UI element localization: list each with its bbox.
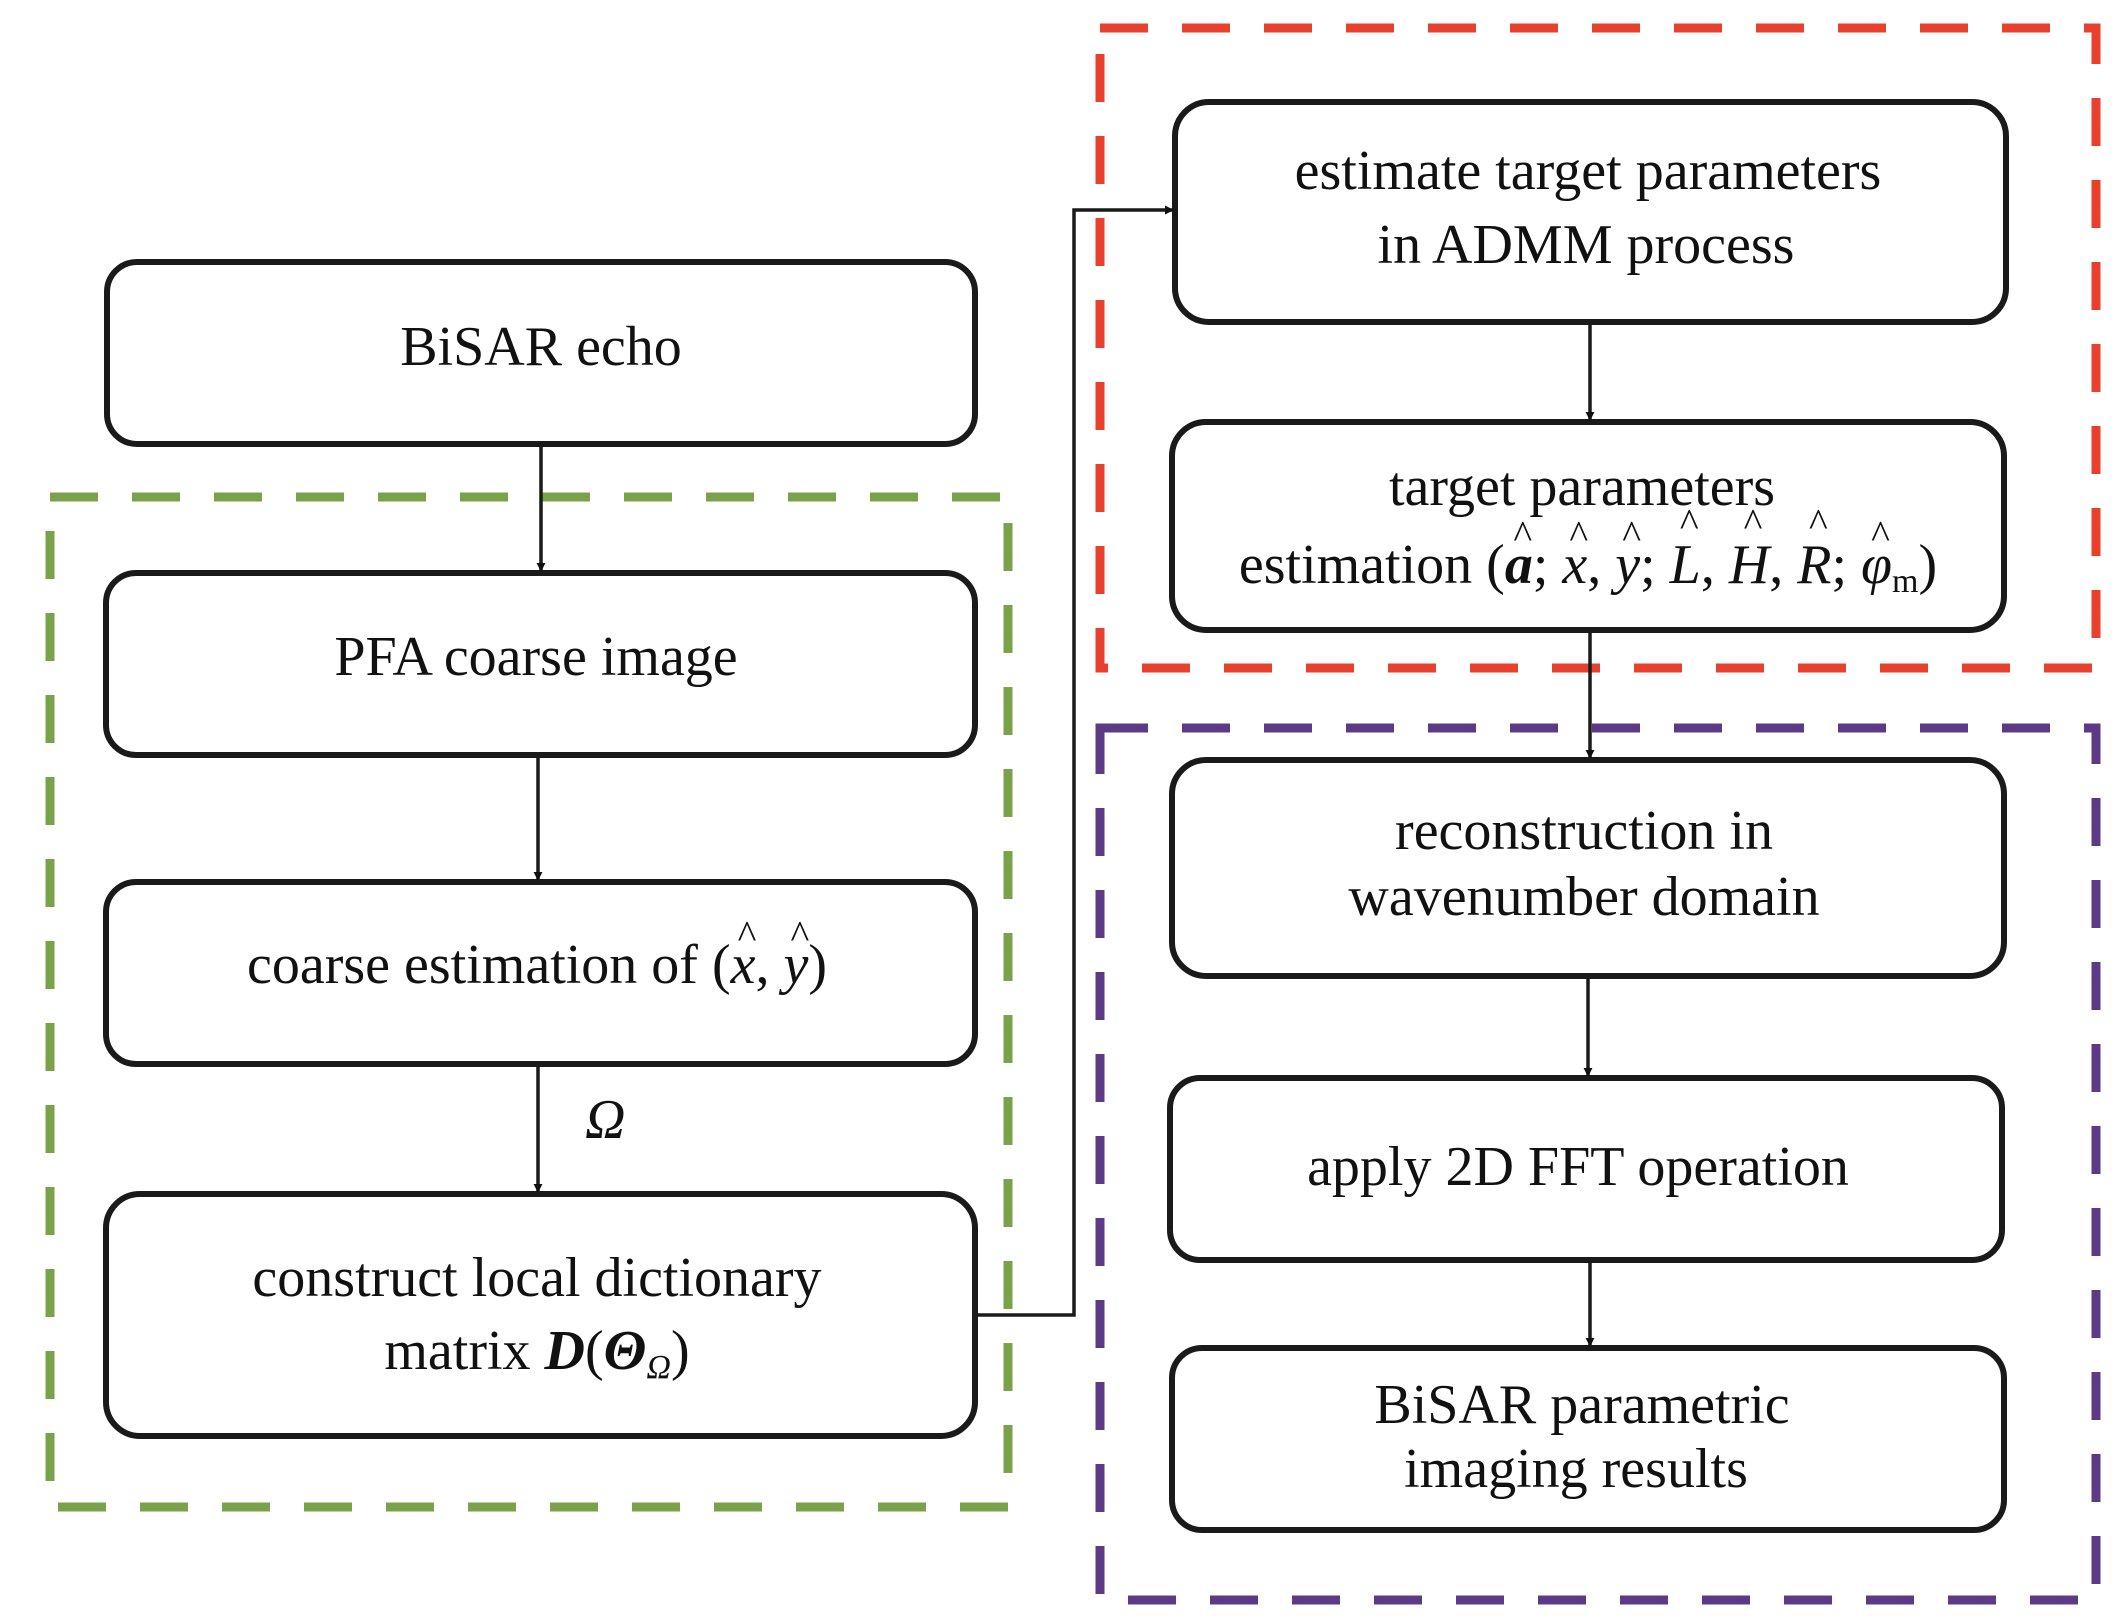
box-estimate-params: estimate target parameters in ADMM proce… <box>1172 99 2009 325</box>
box-bisar-echo-label: BiSAR echo <box>400 316 682 378</box>
box-target-params-estimation: target parameters estimation (a; x, y; L… <box>1169 419 2007 633</box>
reconstruction-line1: reconstruction in <box>1395 800 1773 862</box>
box-reconstruction: reconstruction in wavenumber domain <box>1169 757 2007 979</box>
hat-mark: ^ <box>1809 500 1828 545</box>
group-admm-stage <box>1095 23 2101 673</box>
reconstruction-line2: wavenumber domain <box>1348 866 1819 928</box>
x-hat: x <box>730 934 756 996</box>
group-imaging-stage <box>1095 723 2101 1605</box>
hat-mark: ^ <box>1569 512 1588 557</box>
imaging-results-line1: BiSAR parametric <box>1374 1374 1789 1436</box>
edge-label-omega: Ω <box>585 1089 626 1151</box>
box-apply-fft: apply 2D FFT operation <box>1167 1075 2005 1263</box>
box-pfa-coarse-image: PFA coarse image <box>103 570 978 758</box>
target-params-line1: target parameters <box>1389 456 1775 518</box>
hat-mark: ^ <box>1513 512 1532 557</box>
construct-dictionary-line2: matrix D(ΘΩ) <box>384 1320 689 1386</box>
hat-mark: ^ <box>1871 512 1890 557</box>
arrow-dictionary-to-admm <box>975 205 1174 1317</box>
hat-mark: ^ <box>738 912 757 957</box>
hat-mark: ^ <box>1622 512 1641 557</box>
box-bisar-echo: BiSAR echo <box>104 259 978 447</box>
construct-dictionary-line1: construct local dictionary <box>252 1247 821 1309</box>
box-construct-dictionary: construct local dictionary matrix D(ΘΩ) <box>103 1191 978 1439</box>
estimate-params-line1: estimate target parameters <box>1295 140 1882 202</box>
hat-marks: ^ ^ ^ ^ ^ ^ ^ ^ ^ <box>738 500 1890 957</box>
box-coarse-estimation-label: coarse estimation of (x, y) <box>247 934 827 996</box>
hat-mark: ^ <box>1680 500 1699 545</box>
y-hat: y <box>778 934 808 996</box>
hat-mark: ^ <box>1744 500 1763 545</box>
imaging-results-line2: imaging results <box>1404 1438 1748 1500</box>
box-coarse-estimation: coarse estimation of (x, y) <box>103 879 978 1067</box>
box-imaging-results: BiSAR parametric imaging results <box>1169 1345 2007 1533</box>
target-params-line2: estimation (a; x, y; L, H, R; φm) <box>1239 534 1937 600</box>
hat-mark: ^ <box>791 912 810 957</box>
box-apply-fft-label: apply 2D FFT operation <box>1307 1136 1849 1198</box>
estimate-params-line2: in ADMM process <box>1378 214 1795 276</box>
box-pfa-coarse-image-label: PFA coarse image <box>334 626 737 688</box>
